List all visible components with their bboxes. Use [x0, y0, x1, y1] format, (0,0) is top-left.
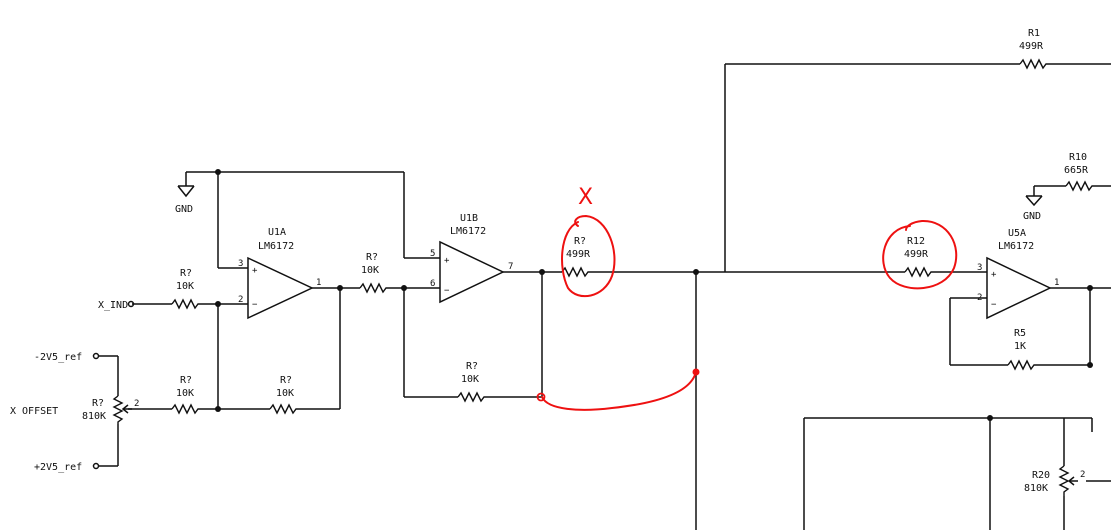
svg-text:2: 2: [1080, 470, 1085, 480]
svg-text:R5: R5: [1014, 328, 1026, 339]
svg-text:1: 1: [316, 278, 321, 288]
x-ind-port-label: X_IND: [98, 300, 128, 311]
svg-text:+: +: [444, 256, 450, 266]
annotation-circle-499r: [561, 214, 616, 298]
neg-ref-port-icon: [92, 352, 100, 360]
svg-text:10K: 10K: [461, 374, 479, 385]
svg-text:R12: R12: [907, 236, 925, 247]
pot-left-value: 810K: [82, 411, 106, 422]
opamp-u5a: + − 3 2 1 U5A LM6172: [977, 228, 1059, 320]
svg-text:R?: R?: [466, 361, 478, 372]
opamp-u1a-part: LM6172: [258, 241, 294, 252]
svg-text:2: 2: [977, 293, 982, 303]
annotation-reroute-curve: [541, 371, 697, 411]
pot-r20-value: 810K: [1024, 483, 1048, 494]
resistor-r10: R10 665R: [1064, 152, 1094, 192]
annotation-x-mark: X: [578, 185, 593, 210]
svg-text:499R: 499R: [904, 249, 929, 260]
resistor-u1b-in: R? 10K: [359, 252, 388, 294]
svg-text:−: −: [444, 286, 450, 296]
annotation-break-mark: [536, 392, 546, 402]
opamp-u1a-ref: U1A: [268, 227, 286, 238]
svg-text:2: 2: [134, 399, 139, 409]
svg-text:R?: R?: [574, 236, 586, 247]
gnd-label-right: GND: [1023, 211, 1041, 222]
annotation-dot: [692, 368, 700, 376]
opamp-u1b: + − 5 6 7 U1B LM6172: [430, 213, 513, 304]
resistor-offset-in: R? 10K: [171, 375, 200, 415]
potentiometer-r20: 2 R20 810K: [1024, 465, 1085, 496]
junction-dots: [215, 169, 1093, 421]
opamp-u1a: + − 3 2 1 U1A LM6172: [238, 227, 321, 320]
opamp-u5a-ref: U5A: [1008, 228, 1026, 239]
resistor-r1: R1 499R: [1019, 28, 1048, 70]
resistor-output-499r: R? 499R: [561, 236, 591, 278]
svg-text:499R: 499R: [1019, 41, 1044, 52]
svg-text:R?: R?: [180, 375, 192, 386]
resistor-u1a-feedback: R? 10K: [269, 375, 298, 415]
pot-left-ref: R?: [92, 398, 104, 409]
pot-r20-ref: R20: [1032, 470, 1050, 481]
red-annotations: X: [536, 185, 958, 411]
svg-text:R1: R1: [1028, 28, 1040, 39]
svg-text:R10: R10: [1069, 152, 1087, 163]
wires: [98, 63, 1111, 530]
pos-ref-port-icon: [92, 462, 100, 470]
resistor-r5: R5 1K: [1007, 328, 1036, 371]
svg-text:2: 2: [238, 295, 243, 305]
resistor-r12: R12 499R: [904, 236, 933, 278]
opamp-u5a-part: LM6172: [998, 241, 1034, 252]
svg-text:+: +: [991, 270, 997, 280]
svg-text:+: +: [252, 266, 258, 276]
svg-text:−: −: [991, 300, 997, 310]
gnd-symbol-left: [177, 185, 195, 198]
svg-text:1K: 1K: [1014, 341, 1026, 352]
svg-text:10K: 10K: [176, 281, 194, 292]
svg-text:1: 1: [1054, 278, 1059, 288]
svg-text:7: 7: [508, 262, 513, 272]
svg-text:665R: 665R: [1064, 165, 1089, 176]
svg-text:5: 5: [430, 249, 435, 259]
opamp-u1b-part: LM6172: [450, 226, 486, 237]
svg-text:6: 6: [430, 279, 435, 289]
annotation-circle-r12: [882, 219, 958, 290]
gnd-label-left: GND: [175, 204, 193, 215]
svg-text:−: −: [252, 300, 258, 310]
svg-text:3: 3: [238, 259, 243, 269]
svg-text:10K: 10K: [361, 265, 379, 276]
svg-text:10K: 10K: [276, 388, 294, 399]
svg-text:R?: R?: [280, 375, 292, 386]
svg-text:R?: R?: [366, 252, 378, 263]
svg-text:10K: 10K: [176, 388, 194, 399]
potentiometer-x-offset: 2 R? 810K: [82, 395, 139, 424]
svg-text:499R: 499R: [566, 249, 591, 260]
neg-ref-port-label: -2V5_ref: [34, 352, 82, 363]
x-offset-label: X OFFSET: [10, 406, 58, 417]
opamp-u1b-ref: U1B: [460, 213, 478, 224]
svg-text:R?: R?: [180, 268, 192, 279]
x-ind-port-icon: [127, 300, 135, 308]
pos-ref-port-label: +2V5_ref: [34, 462, 82, 473]
svg-text:3: 3: [977, 263, 982, 273]
resistor-input: R? 10K: [171, 268, 200, 310]
resistor-u1b-feedback: R? 10K: [457, 361, 486, 403]
gnd-symbol-right: [1025, 195, 1043, 207]
